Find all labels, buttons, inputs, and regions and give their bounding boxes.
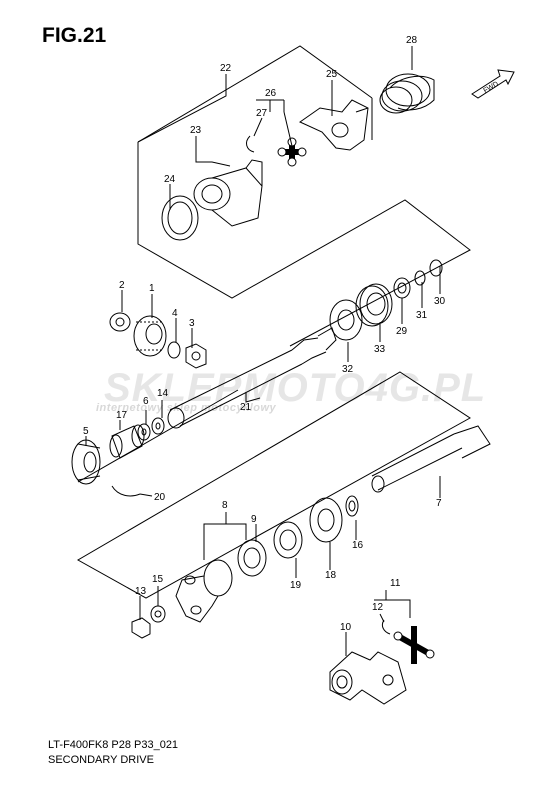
part-18-bearing: [309, 497, 343, 543]
callout-11: 11: [390, 578, 401, 589]
part-15-washer: [150, 605, 166, 623]
callout-10: 10: [340, 622, 352, 633]
figure-title: FIG.21: [42, 24, 107, 47]
callout-2: 2: [119, 280, 125, 291]
callout-12: 12: [372, 602, 384, 613]
callout-18: 18: [325, 570, 337, 581]
callout-16: 16: [352, 540, 364, 551]
part-14-washer: [151, 417, 165, 435]
callout-27: 27: [256, 108, 268, 119]
part-24-oil-seal: [161, 195, 199, 241]
part-33-bearing: [355, 283, 393, 327]
part-7-shaft: [371, 425, 491, 493]
part-8-flange-yoke: [175, 559, 233, 623]
callout-30: 30: [434, 296, 446, 307]
part-23-joint-yoke: [193, 159, 263, 227]
callout-20: 20: [154, 492, 166, 503]
model-code: LT-F400FK8 P28 P33_021: [48, 739, 179, 751]
part-10-yoke: [329, 651, 407, 705]
callout-32: 32: [342, 364, 354, 375]
callout-23: 23: [190, 125, 202, 136]
callout-13: 13: [135, 586, 147, 597]
callout-19: 19: [290, 580, 302, 591]
fwd-label: FWD: [482, 81, 499, 95]
part-21-drive-shaft: [167, 327, 337, 429]
part-17-bearing: [109, 424, 145, 459]
callout-17: 17: [116, 410, 128, 421]
part-6-washer: [137, 423, 151, 441]
part-31-collar: [414, 270, 426, 286]
part-11-spider: [393, 626, 435, 664]
part-29-spacer: [393, 277, 411, 299]
callout-8: 8: [222, 500, 228, 511]
part-1-bevel-gear: [133, 315, 167, 357]
callout-5: 5: [83, 426, 89, 437]
part-13-nut: [131, 617, 151, 639]
part-28-boot: [379, 73, 435, 114]
part-2-washer: [109, 312, 131, 332]
callout-9: 9: [251, 514, 257, 525]
part-4-washer: [167, 341, 181, 359]
part-27-circlip: [246, 135, 255, 153]
part-32-bearing: [329, 299, 363, 341]
fwd-arrow-icon: FWD: [471, 69, 515, 99]
callout-24: 24: [164, 174, 176, 185]
leader-lines: [85, 46, 441, 656]
part-30-circlip: [429, 259, 443, 277]
group-frame-middle-shaft: [76, 371, 471, 599]
callout-28: 28: [406, 35, 418, 46]
callout-1: 1: [149, 283, 155, 294]
callout-26: 26: [265, 88, 277, 99]
part-26-spider: [277, 137, 307, 167]
diagram-caption: SECONDARY DRIVE: [48, 754, 154, 766]
callout-14: 14: [157, 388, 169, 399]
part-19-seal: [273, 521, 303, 559]
part-16-oil-seal: [345, 495, 359, 517]
callout-21: 21: [240, 402, 252, 413]
callout-3: 3: [189, 318, 195, 329]
part-20-circlip: [111, 485, 141, 497]
callout-31: 31: [416, 310, 428, 321]
part-3-nut: [185, 343, 207, 369]
callout-22: 22: [220, 63, 232, 74]
callout-29: 29: [396, 326, 408, 337]
watermark-logo: SKLEPMOTO4G.PL: [104, 366, 487, 410]
part-9-seal: [237, 539, 267, 577]
group-frame-upper-shaft: [137, 45, 471, 347]
callout-15: 15: [152, 574, 164, 585]
part-25-yoke: [298, 99, 369, 151]
callout-33: 33: [374, 344, 386, 355]
callout-6: 6: [143, 396, 149, 407]
callout-7: 7: [436, 498, 442, 509]
watermark-subtitle: internetowy sklep motocyklowy: [96, 402, 277, 414]
callout-25: 25: [326, 69, 338, 80]
callout-4: 4: [172, 308, 178, 319]
callout-labels: 2 1 4 3 5 6 7 8 9 10 11 12 13 14 15 16 1…: [83, 35, 446, 633]
